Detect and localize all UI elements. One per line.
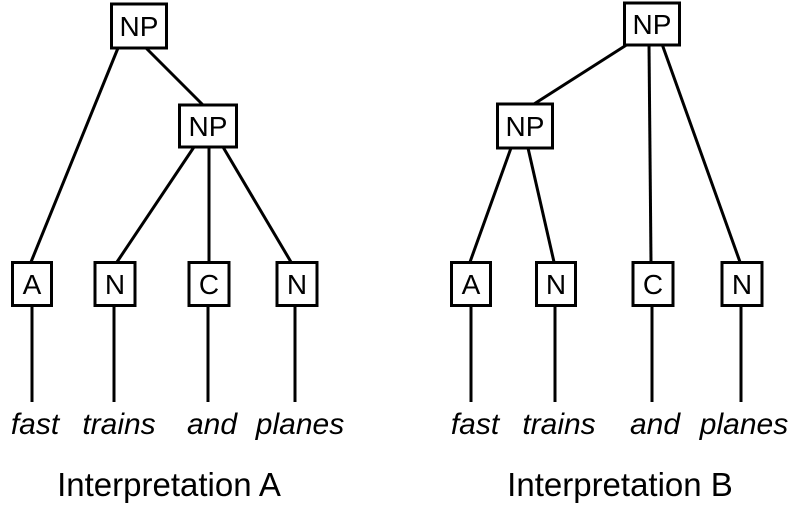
node-box-n1 [93, 261, 137, 307]
leaf-word: planes [255, 408, 344, 441]
node-box-np-inner [496, 102, 554, 150]
node-box-c [631, 261, 675, 307]
leaf-word: fast [11, 408, 61, 441]
caption-interpretation-a: Interpretation A [57, 466, 281, 503]
caption-interpretation-b: Interpretation B [507, 466, 733, 503]
node-box-n2 [275, 261, 319, 307]
edge-np-root-to-c [647, 43, 653, 263]
leaf-word: fast [451, 408, 501, 441]
edge-np-root-to-np-inner [533, 42, 629, 106]
edge-np-inner-to-a [468, 147, 513, 263]
node-label-n2: N [287, 269, 307, 300]
node-box-a [450, 261, 492, 307]
edge-np-root-to-np-inner [144, 46, 205, 107]
edge-np-inner-to-n2 [221, 146, 293, 263]
leaf-word: and [187, 408, 238, 441]
node-label-np-root: NP [120, 11, 159, 42]
node-label-n2: N [732, 269, 752, 300]
node-box-np-inner [178, 103, 238, 149]
edge-np-root-to-n2 [660, 43, 742, 263]
leaf-word: and [630, 408, 681, 441]
node-box-a [11, 261, 53, 307]
node-label-np-inner: NP [506, 111, 545, 142]
node-label-c: C [643, 269, 663, 300]
edge-np-inner-to-n1 [526, 147, 556, 263]
node-box-n1 [535, 261, 577, 307]
node-label-np-inner: NP [189, 111, 228, 142]
node-box-n2 [720, 261, 764, 307]
node-box-np-root [110, 2, 168, 50]
node-label-np-root: NP [633, 9, 672, 40]
node-box-np-root [623, 1, 681, 47]
node-label-a: A [23, 269, 42, 300]
node-label-n1: N [546, 269, 566, 300]
leaf-word: trains [522, 408, 595, 441]
node-box-c [187, 261, 231, 307]
node-label-c: C [199, 269, 219, 300]
leaf-word: planes [699, 408, 788, 441]
node-label-a: A [462, 269, 481, 300]
leaf-word: trains [82, 408, 155, 441]
edge-np-inner-to-n1 [115, 146, 196, 263]
node-label-n1: N [105, 269, 125, 300]
edge-np-root-to-a [29, 47, 120, 263]
